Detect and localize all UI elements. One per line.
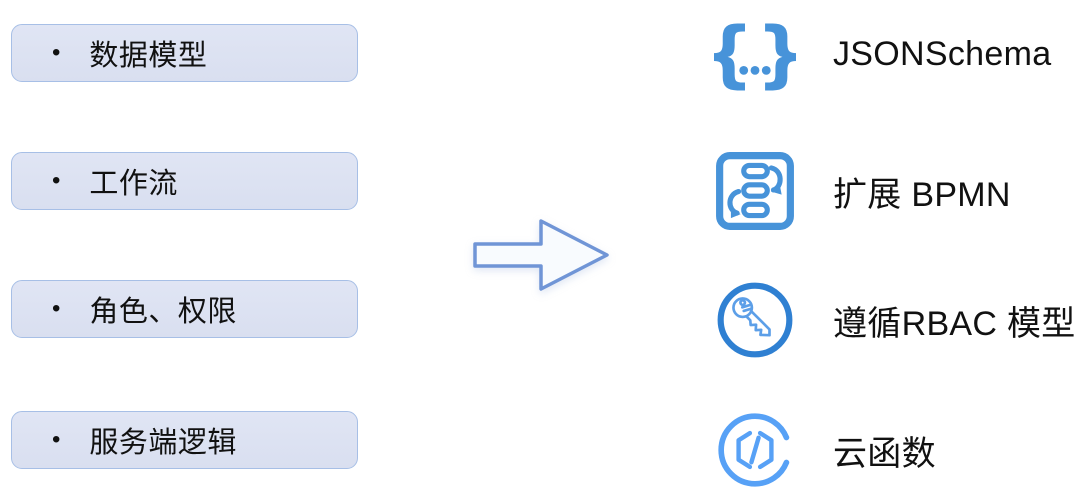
- feature-box-roles-permissions: • 角色、权限: [11, 280, 358, 338]
- cloud-function-icon: [714, 409, 796, 491]
- feature-box-label: 工作流: [89, 168, 178, 200]
- block-arrow-right-icon: [471, 217, 611, 293]
- feature-box-data-model: • 数据模型: [11, 24, 358, 82]
- json-braces-icon: { }: [714, 13, 796, 95]
- bullet-icon: •: [52, 167, 61, 194]
- output-item-label: JSONSchema: [833, 34, 1052, 73]
- feature-box-label: 数据模型: [89, 40, 208, 72]
- rbac-key-icon: [714, 279, 796, 361]
- bullet-icon: •: [52, 39, 61, 66]
- output-item-label: 云函数: [833, 434, 936, 473]
- svg-text:{: {: [714, 13, 754, 95]
- bullet-icon: •: [52, 295, 61, 322]
- feature-box-label: 服务端逻辑: [89, 427, 237, 459]
- svg-text:}: }: [756, 13, 796, 95]
- feature-box-label: 角色、权限: [89, 296, 237, 328]
- bullet-icon: •: [52, 426, 61, 453]
- output-item-label: 遵循RBAC 模型: [833, 304, 1076, 343]
- bpmn-workflow-icon: [714, 150, 796, 232]
- feature-box-workflow: • 工作流: [11, 152, 358, 210]
- feature-box-server-logic: • 服务端逻辑: [11, 411, 358, 469]
- output-item-label: 扩展 BPMN: [833, 175, 1011, 214]
